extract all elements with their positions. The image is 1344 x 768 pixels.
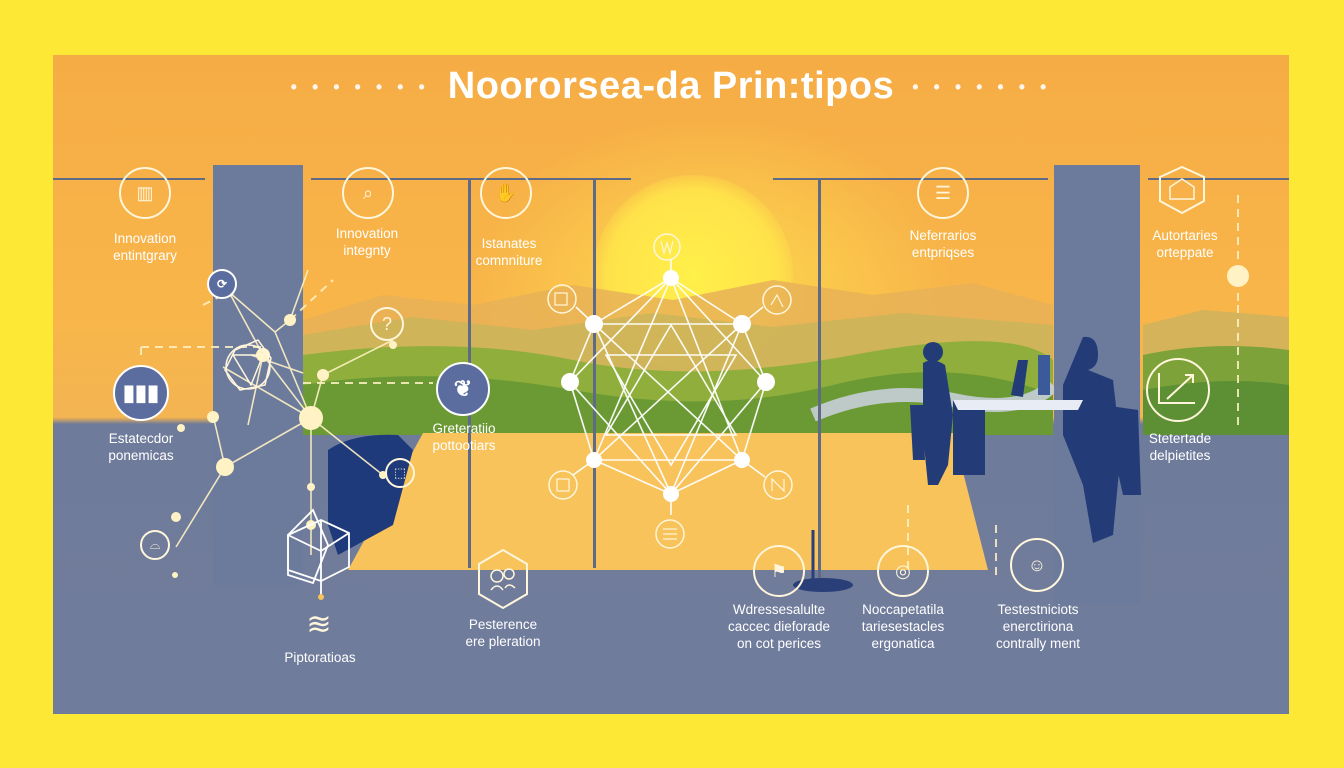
label-neferrarios: Neferrarios entpriqses (891, 227, 995, 261)
label-line: comnniture (475, 253, 543, 268)
building-icon: ▥ (119, 167, 171, 219)
hardhat-icon: ⌓ (140, 530, 170, 560)
title-dots-left: • • • • • • • (290, 77, 430, 98)
label-line: Innovation (335, 226, 399, 241)
label-innovation-2: Innovation integnty (315, 225, 419, 259)
label-line: pottootiars (432, 438, 496, 453)
tools-icon: ◎ (877, 545, 929, 597)
question-icon: ? (370, 307, 404, 341)
label-line: Pesterence (468, 617, 538, 632)
label-line: Piptoratioas (284, 650, 356, 665)
label-line: Testestniciots (997, 602, 1079, 617)
landscape (303, 280, 1289, 435)
label-estatecdor: Estatecdor ponemicas (83, 430, 199, 464)
label-pesterence: Pesterence ere pleration (445, 616, 561, 650)
growth-arrow-icon (1146, 358, 1210, 422)
label-line: entintgrary (113, 248, 177, 263)
label-line: caccec dieforade (727, 619, 831, 634)
magnifier-icon: ⌕ (342, 167, 394, 219)
label-line: ere pleration (465, 634, 541, 649)
label-istanates: Istanates comnniture (457, 235, 561, 269)
label-line: tariesestacles (861, 619, 945, 634)
flag-icon: ⚑ (753, 545, 805, 597)
ring-node-icon: ⟳ (207, 269, 237, 299)
bar-chart-icon: ▮▮▮ (113, 365, 169, 421)
hand-icon: ✋ (480, 167, 532, 219)
frame-line (1148, 178, 1289, 180)
label-line: Wdressesalulte (732, 602, 826, 617)
lotus-icon: ❦ (436, 362, 490, 416)
label-greteratiio: Greteratiio pottootiars (409, 420, 519, 454)
label-line: entpriqses (911, 245, 975, 260)
label-line: enerctiriona (1002, 619, 1074, 634)
label-line: delpietites (1149, 448, 1211, 463)
team-icon: ☺ (1010, 538, 1064, 592)
label-testestniciots: Testestniciots enerctiriona contrally me… (973, 601, 1103, 652)
label-wdressesalulte: Wdressesalulte caccec dieforade on cot p… (713, 601, 845, 652)
frame-line (311, 178, 631, 180)
frame-line (773, 178, 1048, 180)
network-graph (140, 195, 1249, 600)
label-line: Autortaries (1152, 228, 1218, 243)
label-piptoratioas: Piptoratioas (268, 649, 372, 666)
label-line: ergonatica (871, 636, 935, 651)
label-autortaries: Autortaries orteppate (1133, 227, 1237, 261)
label-line: Stetertade (1148, 431, 1212, 446)
label-stetertade: Stetertade delpietites (1125, 430, 1235, 464)
label-line: contrally ment (995, 636, 1081, 651)
toolbox-icon: ⬚ (385, 458, 415, 488)
label-line: Estatecdor (108, 431, 174, 446)
people-hexagon-icon (478, 548, 528, 610)
document-icon: ☰ (917, 167, 969, 219)
title-dots-right: • • • • • • • (912, 77, 1052, 98)
stack-icon: ≋ (306, 607, 332, 641)
title-text: Noororsea-da Prin:tipos (447, 65, 895, 107)
label-line: Greteratiio (432, 421, 496, 436)
label-noccapetatila: Noccapetatila tariesestacles ergonatica (841, 601, 965, 652)
label-line: Neferrarios (909, 228, 977, 243)
frame-line (818, 178, 821, 578)
label-line: integnty (343, 243, 391, 258)
house-icon (1159, 165, 1205, 215)
label-line: ponemicas (108, 448, 174, 463)
label-line: Istanates (481, 236, 537, 251)
label-innovation-1: Innovation entintgrary (93, 230, 197, 264)
page-title: • • • • • • • Noororsea-da Prin:tipos • • … (53, 65, 1289, 108)
label-line: Innovation (113, 231, 177, 246)
infographic-frame: • • • • • • • Noororsea-da Prin:tipos • • … (53, 55, 1289, 714)
question-glyph: ? (381, 313, 392, 334)
label-line: orteppate (1156, 245, 1214, 260)
label-line: Noccapetatila (862, 602, 944, 617)
label-line: on cot perices (736, 636, 822, 651)
frame-line (593, 178, 596, 568)
